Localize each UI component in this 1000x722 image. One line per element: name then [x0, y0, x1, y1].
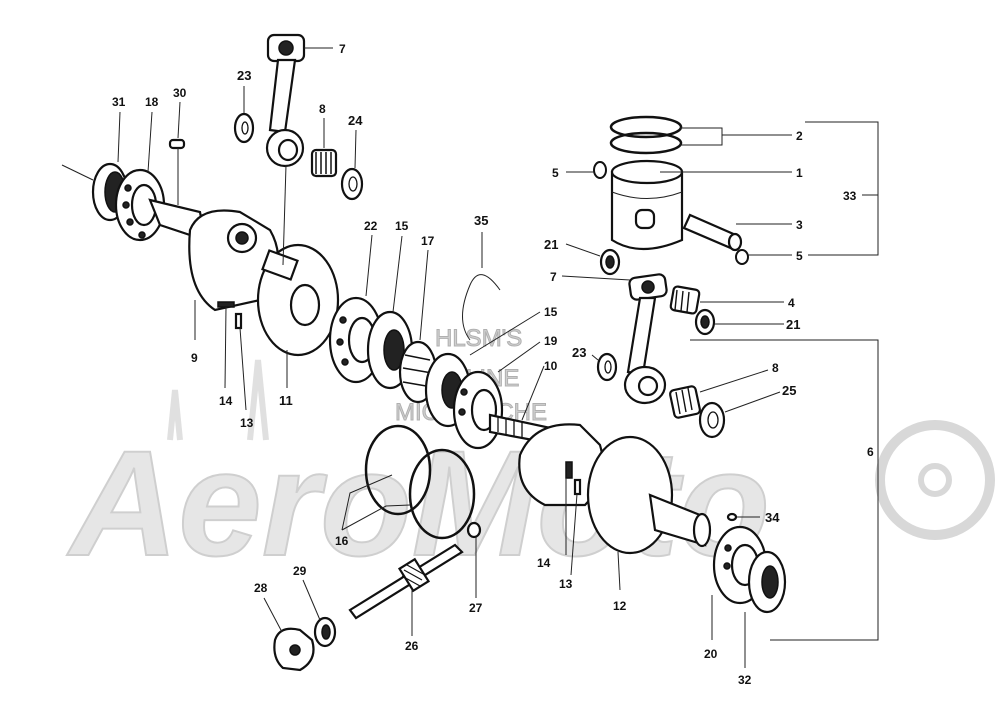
piston-rings-16 — [364, 424, 476, 540]
left-crank-assembly — [91, 33, 562, 540]
label-32: 32 — [738, 673, 752, 687]
label-2: 2 — [796, 129, 803, 143]
label-15-b: 15 — [544, 305, 558, 319]
label-4: 4 — [788, 296, 795, 310]
label-25: 25 — [782, 383, 796, 398]
label-15-a: 15 — [395, 219, 409, 233]
label-23-right: 23 — [572, 345, 586, 360]
right-crank-assembly — [518, 423, 787, 614]
washer-27 — [466, 521, 482, 539]
key-34 — [726, 512, 738, 522]
label-13-left: 13 — [240, 416, 254, 430]
pin-14-left — [217, 301, 235, 308]
label-26: 26 — [405, 639, 419, 653]
label-5-bottom: 5 — [796, 249, 803, 263]
label-7-right: 7 — [550, 270, 557, 284]
label-34: 34 — [765, 510, 780, 525]
connecting-rod-7-top — [265, 33, 306, 168]
label-27: 27 — [469, 601, 483, 615]
label-6: 6 — [867, 445, 874, 459]
thrust-washer-21-right — [694, 308, 716, 336]
piston-rings-2 — [609, 115, 683, 155]
circlip-5-top — [593, 161, 607, 179]
pin-14-right — [565, 461, 573, 479]
label-28: 28 — [254, 581, 268, 595]
label-23-top: 23 — [237, 68, 251, 83]
label-7-top: 7 — [339, 42, 346, 56]
label-31: 31 — [112, 95, 126, 109]
label-16: 16 — [335, 534, 349, 548]
piston-1 — [610, 159, 684, 250]
piston-pin-3 — [682, 213, 743, 252]
thrust-washer-21-left — [599, 248, 621, 276]
label-10: 10 — [544, 359, 558, 373]
label-21-left: 21 — [544, 237, 558, 252]
label-1: 1 — [796, 166, 803, 180]
label-8-top: 8 — [319, 102, 326, 116]
pump-drive-parts — [273, 521, 482, 672]
connecting-rod-7-right — [623, 273, 668, 405]
circlip-5-bottom — [735, 249, 749, 265]
label-33: 33 — [843, 189, 857, 203]
label-14-left: 14 — [219, 394, 233, 408]
part-labels: 31 18 30 23 7 8 24 22 15 17 35 15 19 10 … — [112, 42, 874, 687]
watermark-line1: HLSM'S — [435, 325, 522, 352]
bearing-18 — [114, 168, 166, 242]
label-30: 30 — [173, 86, 187, 100]
label-11: 11 — [279, 393, 293, 408]
label-12: 12 — [613, 599, 627, 613]
needle-bearing-8-right — [669, 385, 701, 419]
watermark-wheel-icon — [875, 420, 995, 540]
label-19: 19 — [544, 334, 558, 348]
label-14-right: 14 — [537, 556, 551, 570]
seal-29 — [313, 616, 337, 648]
label-8-right: 8 — [772, 361, 779, 375]
bearing-19 — [452, 370, 504, 450]
label-29: 29 — [293, 564, 307, 578]
label-9: 9 — [191, 351, 198, 365]
piston-assembly — [593, 115, 749, 439]
label-24: 24 — [348, 113, 363, 128]
label-5-top: 5 — [552, 166, 559, 180]
circlip-35 — [462, 274, 501, 341]
housing-28 — [273, 627, 315, 672]
washer-13-right — [573, 478, 582, 496]
needle-bearing-4 — [669, 285, 701, 315]
label-17: 17 — [421, 234, 435, 248]
label-13-right: 13 — [559, 577, 573, 591]
drive-gear-26 — [397, 557, 431, 593]
label-3: 3 — [796, 218, 803, 232]
washer-13-left — [234, 312, 243, 330]
flywheel-11 — [256, 243, 340, 357]
leader-lines — [61, 47, 879, 668]
label-18: 18 — [145, 95, 159, 109]
needle-bearing-8-top — [310, 148, 338, 178]
label-35: 35 — [474, 213, 488, 228]
oil-seal-32 — [747, 550, 787, 614]
label-20: 20 — [704, 647, 718, 661]
label-21-right: 21 — [786, 317, 800, 332]
flywheel-12 — [586, 435, 712, 555]
key-30 — [168, 138, 186, 150]
washer-25 — [698, 401, 726, 439]
label-22: 22 — [364, 219, 378, 233]
